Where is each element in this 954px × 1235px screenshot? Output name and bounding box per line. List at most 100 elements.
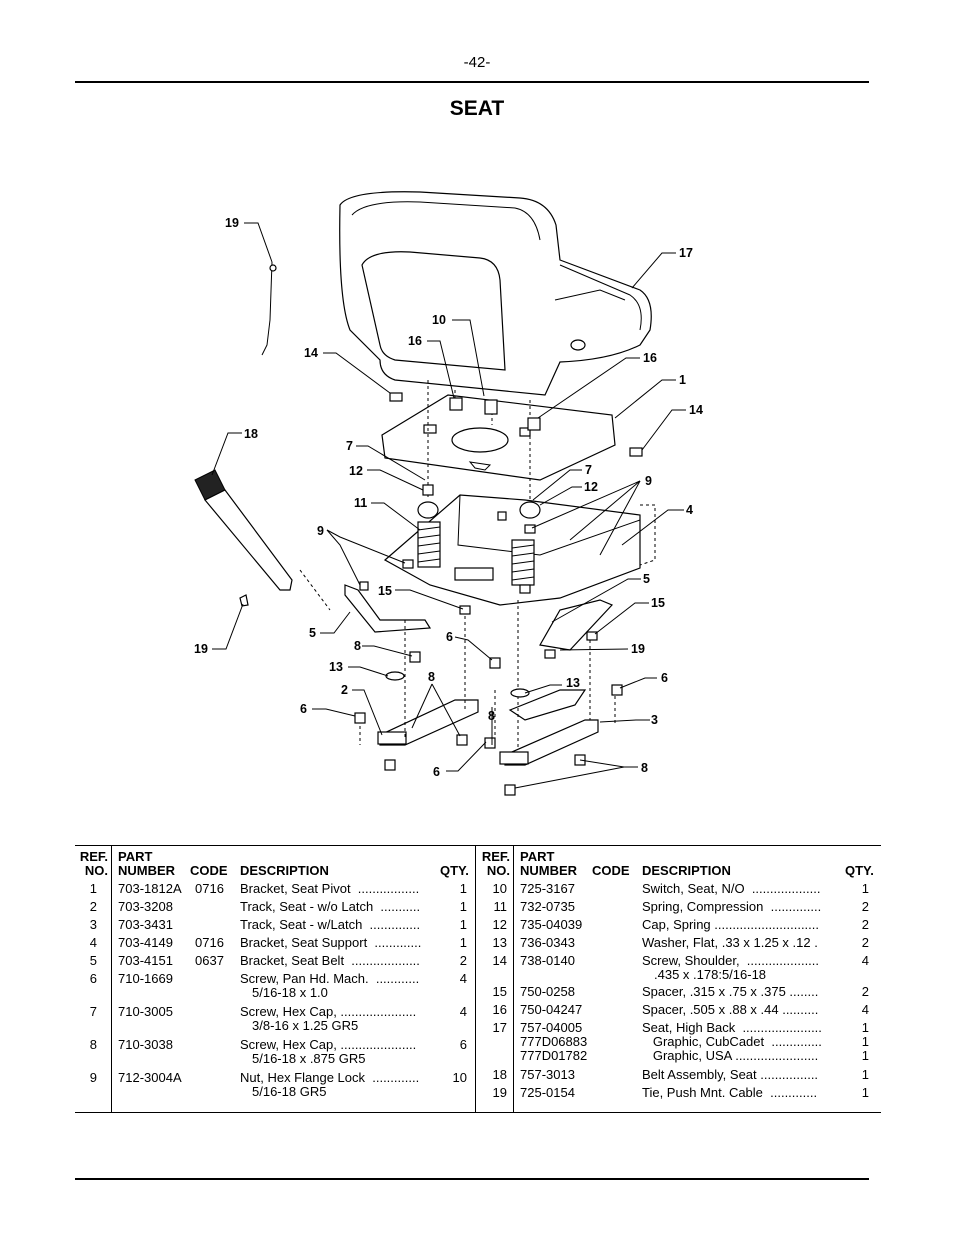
- callout-14: 14: [689, 403, 703, 417]
- cell-desc-cont: .435 x .178:5/16-18: [654, 967, 767, 982]
- cell-desc: Spacer, .315 x .75 x .375 ........: [642, 984, 819, 999]
- cell-code: 0716: [195, 881, 224, 896]
- cell-part: 710-1669: [118, 971, 173, 986]
- cell-desc-cont: 5/16-18 x .875 GR5: [252, 1051, 366, 1066]
- cell-desc: Washer, Flat, .33 x 1.25 x .12 .: [642, 935, 818, 950]
- cell-ref: 17: [492, 1020, 507, 1035]
- cell-part: 710-3005: [118, 1004, 173, 1019]
- cell-desc: Bracket, Seat Support .............: [240, 935, 422, 950]
- callout-7: 7: [585, 463, 592, 477]
- cell-ref: 4: [89, 935, 97, 950]
- cell-ref: 18: [492, 1067, 507, 1082]
- page-number: -42-: [463, 54, 491, 71]
- cell-ref: 13: [492, 935, 507, 950]
- cell-ref: 15: [492, 984, 507, 999]
- cell-code: 0716: [195, 935, 224, 950]
- header-number: NUMBER: [118, 863, 176, 878]
- cell-desc: Screw, Hex Cap, .....................: [240, 1037, 417, 1052]
- callout-16: 16: [643, 351, 657, 365]
- cell-qty: 1: [861, 1067, 869, 1082]
- belt-assembly-drawing: [194, 469, 293, 591]
- cell-part: 725-3167: [520, 881, 575, 896]
- cell-desc: Spring, Compression ..............: [642, 899, 822, 914]
- cell-part: 732-0735: [520, 899, 575, 914]
- cell-part: 725-0154: [520, 1085, 575, 1100]
- cell-part: 777D06883: [520, 1034, 588, 1049]
- cell-ref: 2: [89, 899, 97, 914]
- callout-13: 13: [329, 660, 343, 674]
- cell-desc: Seat, High Back ......................: [642, 1020, 822, 1035]
- cell-qty: 1: [861, 881, 869, 896]
- callout-18: 18: [244, 427, 258, 441]
- cell-ref: 5: [89, 953, 97, 968]
- header-ref: REF.: [481, 849, 510, 864]
- cell-desc-cont: 3/8-16 x 1.25 GR5: [252, 1018, 359, 1033]
- header-part: PART: [118, 849, 153, 864]
- cell-desc: Belt Assembly, Seat ................: [642, 1067, 819, 1082]
- cell-part: 712-3004A: [118, 1070, 182, 1085]
- cell-part: 750-0258: [520, 984, 575, 999]
- callout-8: 8: [488, 709, 495, 723]
- cell-code: 0637: [195, 953, 224, 968]
- header-description: DESCRIPTION: [642, 863, 731, 878]
- cell-desc: Spacer, .505 x .88 x .44 ..........: [642, 1002, 819, 1017]
- cell-qty: 1: [459, 881, 467, 896]
- cell-qty: 1: [459, 917, 467, 932]
- callout-14: 14: [304, 346, 318, 360]
- cell-desc: Tie, Push Mnt. Cable .............: [642, 1085, 818, 1100]
- callout-6: 6: [446, 630, 453, 644]
- header-qty: QTY.: [440, 863, 469, 878]
- cell-ref: 12: [492, 917, 507, 932]
- callout-12: 12: [584, 480, 598, 494]
- header-description: DESCRIPTION: [240, 863, 329, 878]
- cell-part: 703-3431: [118, 917, 173, 932]
- cell-qty: 1: [861, 1034, 869, 1049]
- tracks-drawing: [377, 689, 599, 766]
- cell-desc: Screw, Shoulder, ....................: [642, 953, 820, 968]
- callout-1: 1: [679, 373, 686, 387]
- belt-bracket-drawing: [344, 584, 614, 651]
- callout-17: 17: [679, 246, 693, 260]
- cell-ref: 14: [492, 953, 507, 968]
- cell-qty: 10: [452, 1070, 467, 1085]
- header-qty: QTY.: [845, 863, 874, 878]
- cell-part: 757-3013: [520, 1067, 575, 1082]
- cell-qty: 4: [459, 971, 467, 986]
- cell-desc: Track, Seat - w/Latch ..............: [240, 917, 421, 932]
- pivot-bracket-drawing: [381, 394, 616, 481]
- parts-table: REF. NO. PART NUMBER CODE DESCRIPTION QT…: [75, 845, 881, 1113]
- header-code: CODE: [190, 863, 228, 878]
- callout-6: 6: [433, 765, 440, 779]
- cell-part: 703-4149: [118, 935, 173, 950]
- callout-9: 9: [645, 474, 652, 488]
- callout-13: 13: [566, 676, 580, 690]
- springs-drawing: [417, 501, 541, 586]
- bottom-rule: [75, 1178, 869, 1180]
- cell-qty: 1: [861, 1020, 869, 1035]
- callout-12: 12: [349, 464, 363, 478]
- leader-lines: [211, 222, 686, 789]
- header-ref: REF.: [79, 849, 108, 864]
- cell-qty: 4: [861, 1002, 869, 1017]
- cell-desc: Graphic, USA .......................: [642, 1048, 819, 1063]
- callout-4: 4: [686, 503, 693, 517]
- cell-qty: 1: [861, 1085, 869, 1100]
- cell-desc: Nut, Hex Flange Lock .............: [240, 1070, 420, 1085]
- cell-qty: 6: [459, 1037, 467, 1052]
- callout-8: 8: [354, 639, 361, 653]
- cell-desc: Switch, Seat, N/O ...................: [642, 881, 821, 896]
- cell-qty: 1: [861, 1048, 869, 1063]
- cell-qty: 1: [459, 935, 467, 950]
- callout-5: 5: [643, 572, 650, 586]
- parts-table-left: REF. NO. PART NUMBER CODE DESCRIPTION QT…: [75, 846, 473, 1112]
- cell-part: 703-3208: [118, 899, 173, 914]
- cell-ref: 7: [89, 1004, 97, 1019]
- header-part: PART: [520, 849, 555, 864]
- callouts: 19 17 10 16 14 16 1 14 18 7 12 7 12 9 11…: [194, 216, 703, 779]
- cell-part: 703-1812A: [118, 881, 182, 896]
- cell-part: 710-3038: [118, 1037, 173, 1052]
- callout-2: 2: [341, 683, 348, 697]
- cell-qty: 1: [459, 899, 467, 914]
- cell-desc: Bracket, Seat Belt ...................: [240, 953, 420, 968]
- callout-16: 16: [408, 334, 422, 348]
